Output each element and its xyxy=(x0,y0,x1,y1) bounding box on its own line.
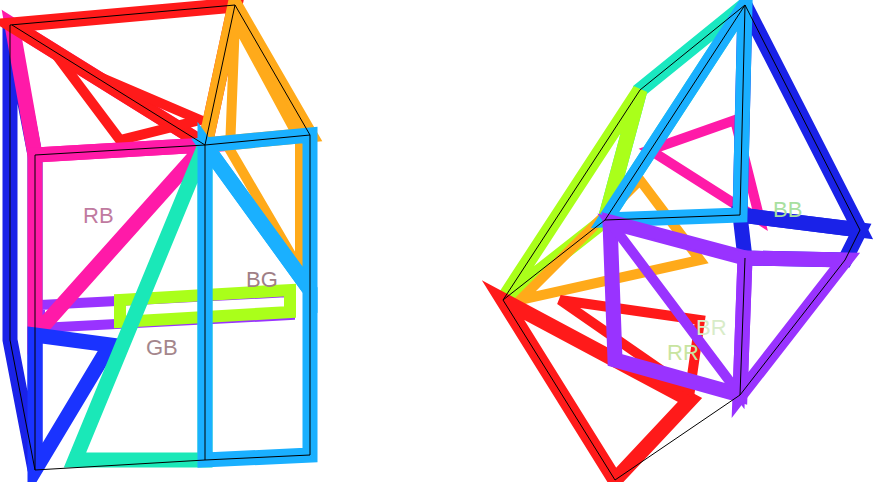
frame-face xyxy=(605,5,745,220)
frame-face xyxy=(610,222,745,395)
edge-line xyxy=(605,215,740,220)
outline xyxy=(503,5,860,480)
edge-line xyxy=(205,135,310,145)
edge-line xyxy=(740,258,745,395)
frame-face xyxy=(205,145,310,460)
edge-line xyxy=(12,25,205,145)
vertex-label: GB xyxy=(146,337,178,359)
edge-line xyxy=(740,5,745,215)
frame-face xyxy=(75,145,205,460)
edge-line xyxy=(35,145,205,155)
edge-line xyxy=(503,220,605,300)
frame-face xyxy=(35,145,205,335)
frame-face xyxy=(740,5,860,230)
edge-line xyxy=(605,5,745,220)
vertex-label: RB xyxy=(83,205,114,227)
outline xyxy=(10,5,310,470)
frame-face xyxy=(610,222,745,395)
frame-face xyxy=(60,60,200,140)
vertex-label: BG xyxy=(246,269,278,291)
vertex-label: RR xyxy=(667,342,699,364)
vertex-label: BR xyxy=(696,317,727,339)
vertex-label: BB xyxy=(773,199,802,221)
edge-line xyxy=(35,155,36,470)
frame-face xyxy=(12,5,235,145)
edge-line xyxy=(205,145,206,460)
edge-line xyxy=(205,5,235,145)
